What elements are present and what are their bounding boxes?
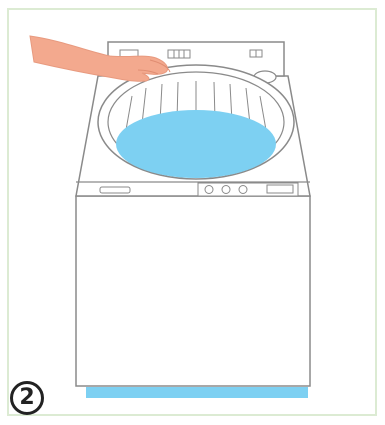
- step-number-badge: 2: [10, 381, 44, 415]
- control-button-3: [239, 186, 247, 194]
- washer-cabinet: [76, 196, 310, 386]
- washer-base: [86, 387, 308, 398]
- control-button-1: [205, 186, 213, 194]
- step-number: 2: [19, 387, 34, 409]
- front-display: [267, 185, 293, 193]
- control-button-2: [222, 186, 230, 194]
- detergent-slot: [100, 187, 130, 193]
- water-surface: [116, 110, 276, 178]
